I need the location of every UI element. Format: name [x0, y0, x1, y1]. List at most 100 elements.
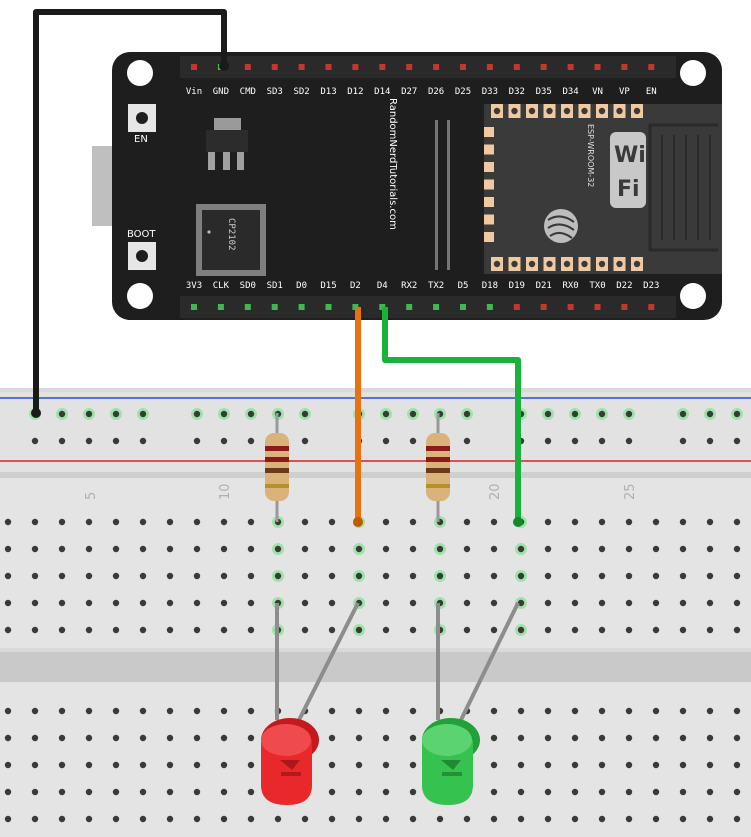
boot-label: BOOT — [127, 229, 156, 240]
pin-label: D26 — [428, 87, 444, 97]
led-red — [261, 602, 360, 805]
mounting-hole — [127, 283, 153, 309]
wifi-logo: Wi Fi — [610, 132, 646, 208]
column-number: 5 — [84, 492, 99, 500]
chip-label: CP2102 — [226, 218, 236, 251]
pin-d18: D18 — [482, 281, 498, 310]
pin-label: TX2 — [428, 281, 444, 291]
pin-vin: Vin — [186, 64, 202, 97]
pin-label: D13 — [320, 87, 336, 97]
pin-d5: D5 — [458, 281, 469, 310]
module-label: ESP-WROOM-32 — [586, 124, 595, 187]
pin-d23: D23 — [643, 281, 659, 310]
pin-d35: D35 — [536, 64, 552, 97]
pin-label: SD2 — [293, 87, 309, 97]
wires — [31, 9, 523, 527]
pin-label: SD3 — [267, 87, 283, 97]
boot-button[interactable]: BOOT — [127, 229, 156, 270]
pin-d12: D12 — [347, 64, 364, 97]
led-green — [422, 602, 520, 805]
pin-label: D33 — [482, 87, 498, 97]
pin-label: 3V3 — [186, 281, 202, 291]
pin-label: D21 — [536, 281, 552, 291]
pin-label: VN — [592, 87, 603, 97]
mounting-hole — [127, 60, 153, 86]
wroom-module: ESP-WROOM-32 Wi Fi — [484, 104, 722, 274]
pin-label: RX2 — [401, 281, 417, 291]
pin-3v3: 3V3 — [186, 281, 202, 310]
pin-rx0: RX0 — [562, 281, 579, 310]
en-button[interactable]: EN — [128, 104, 156, 145]
module-pad — [484, 144, 494, 155]
wifi-text: Fi — [617, 177, 640, 202]
pin-sd1: SD1 — [267, 281, 283, 310]
pin-label: D14 — [374, 87, 390, 97]
pin-d27: D27 — [401, 64, 417, 97]
pin-label: VP — [619, 87, 630, 97]
pin-label: EN — [646, 87, 657, 97]
pin-label: CMD — [240, 87, 256, 97]
pin-vn: VN — [592, 64, 603, 97]
espressif-logo — [544, 209, 578, 243]
pin-tx0: TX0 — [589, 281, 606, 310]
module-pad — [484, 127, 494, 137]
center-channel — [0, 652, 751, 682]
pin-label: D19 — [509, 281, 525, 291]
pin-d15: D15 — [320, 281, 337, 310]
pin-label: RX0 — [562, 281, 578, 291]
antenna-pads — [435, 120, 450, 270]
pin-d33: D33 — [482, 64, 498, 97]
gnd-wire — [33, 9, 227, 413]
pin-tx2: TX2 — [428, 281, 444, 310]
wifi-text: Wi — [614, 143, 646, 168]
column-number: 10 — [218, 483, 233, 500]
pin-label: D18 — [482, 281, 498, 291]
pin-d34: D34 — [562, 64, 579, 97]
pin-label: SD0 — [240, 281, 256, 291]
pin-label: D25 — [455, 87, 471, 97]
pin-label: D4 — [377, 281, 388, 291]
module-pad — [484, 197, 494, 207]
mounting-hole — [680, 60, 706, 86]
breadboard: 5 10 20 25 — [0, 388, 751, 837]
pin-d21: D21 — [536, 281, 552, 310]
resistor-2 — [426, 413, 450, 522]
module-pads — [484, 104, 643, 271]
pin-clk: CLK — [213, 281, 230, 310]
terminal-block-top — [0, 478, 751, 648]
pin-label: D15 — [320, 281, 336, 291]
pin-label: D23 — [643, 281, 659, 291]
terminal-block-bottom — [0, 682, 751, 837]
pin-vp: VP — [619, 64, 630, 97]
power-rail-top — [0, 392, 751, 472]
voltage-regulator — [206, 118, 248, 170]
pin-label: GND — [213, 87, 229, 97]
pin-sd3: SD3 — [267, 64, 283, 97]
antenna-trace — [648, 123, 718, 252]
pin-label: D5 — [458, 281, 469, 291]
pin-sd0: SD0 — [240, 281, 256, 310]
pin-d25: D25 — [455, 64, 471, 97]
brand-label: RandomNerdTutorials.com — [387, 98, 398, 230]
pin-label: D32 — [509, 87, 525, 97]
d4-wire — [382, 307, 521, 522]
usb-uart-chip: CP2102 — [196, 204, 266, 276]
column-numbers: 5 10 20 25 — [84, 483, 638, 500]
pin-label: Vin — [186, 87, 202, 97]
pin-sd2: SD2 — [293, 64, 310, 97]
pin-label: D2 — [350, 281, 361, 291]
pin-d14: D14 — [374, 64, 390, 97]
pin-en: EN — [646, 64, 657, 97]
pin-label: D0 — [296, 281, 307, 291]
en-label: EN — [134, 134, 148, 145]
pin-label: TX0 — [589, 281, 605, 291]
column-number: 20 — [488, 483, 503, 500]
pin-cmd: CMD — [240, 64, 256, 97]
pin-d32: D32 — [509, 64, 525, 97]
pin-d22: D22 — [616, 281, 633, 310]
module-pad — [484, 162, 494, 172]
pin-d19: D19 — [509, 281, 525, 310]
pin-label: D27 — [401, 87, 417, 97]
